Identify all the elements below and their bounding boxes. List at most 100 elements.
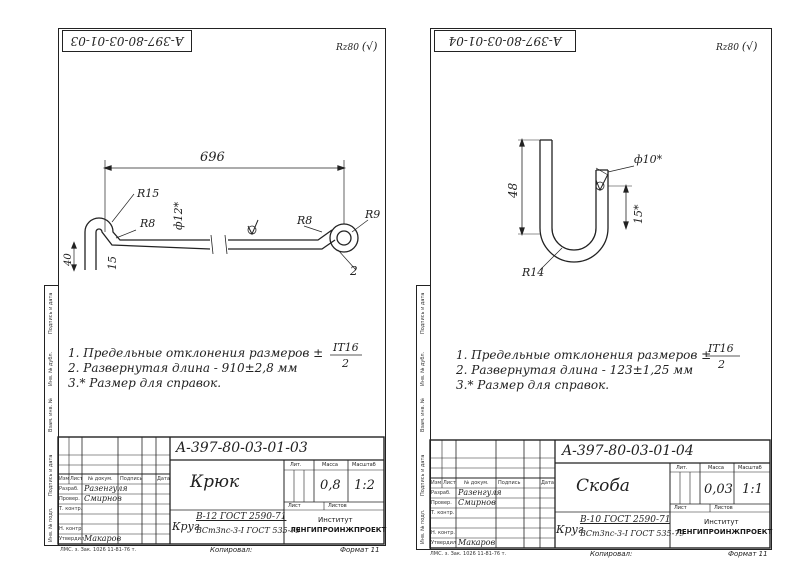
left-row-name-6: Макаров [84,534,122,543]
right-row-role-6: Утвердил [431,540,457,546]
right-col-doc: № докум. [464,480,489,486]
right-roughness-value: Rz80 [716,43,739,53]
left-material-bottom: ВСт3пс-3-I ГОСТ 535-79 [196,526,301,535]
left-row-name-2: Смирнов [84,494,122,503]
right-roughness: Rz80 (√) [716,40,757,53]
left-designation: A-397-80-03-01-03 [176,440,308,456]
right-col-sign: Подпись [498,480,521,486]
left-roughness-value: Rz80 [336,43,359,53]
right-frame [430,28,772,550]
right-footer-code: ЛМС. з. Зак. 1026 11-81-76 т. [430,551,507,557]
right-side-label-3: Взам. инв. № [420,398,426,432]
left-note-2: 2. Развернутая длина - 910±2,8 мм [68,361,298,375]
left-dim-two: 2 [350,264,358,278]
left-side-label-1: Подпись и дата [48,292,54,334]
right-material-prefix: Круг [556,523,584,536]
right-sheets-header: Листов [714,505,733,511]
right-side-strip: Подпись и дата Инв. № дубл. Взам. инв. №… [416,285,431,550]
left-side-label-4: Подпись и дата [48,454,54,496]
right-mass-header: Масса [708,465,724,471]
left-col-list: Лист [70,476,83,482]
right-org-1: Институт [704,518,739,526]
left-format: Формат 11 [340,546,380,554]
right-copied: Копировал: [590,550,633,558]
left-row-role-1: Разраб. [59,486,79,492]
left-scale-value: 1:2 [354,478,375,493]
right-row-name-1: Разенгуля [458,488,502,497]
left-row-role-6: Утвердил [59,536,85,542]
left-mass-value: 0,8 [320,478,341,493]
right-material-bottom: ВСт3пс-3-I ГОСТ 535-79 [580,529,685,538]
right-col-izm: Изм [431,480,442,486]
left-roughness: Rz80 (√) [336,40,377,53]
left-note-1: 1. Предельные отклонения размеров ± [68,346,324,360]
left-tol-den: 2 [342,357,349,370]
left-col-izm: Изм [59,476,70,482]
right-row-name-6: Макаров [458,538,496,547]
right-lit-header: Лит. [676,465,688,471]
left-part-name: Крюк [190,472,240,492]
right-part-name: Скоба [576,476,630,496]
right-sheet: A-397-80-03-01-04 Rz80 (√) [400,0,800,582]
right-org-2: ЛЕНГИПРОИНЖПРОЕКТ [676,528,773,536]
left-row-role-3: Т. контр. [59,506,83,512]
right-side-label-4: Подпись и дата [420,454,426,496]
right-row-role-5: Н. контр. [431,530,455,536]
left-material-top: В-12 ГОСТ 2590-71 [196,512,287,522]
left-copied: Копировал: [210,546,253,554]
right-side-label-1: Подпись и дата [420,292,426,334]
right-row-name-2: Смирнов [458,498,496,507]
right-note-1: 1. Предельные отклонения размеров ± [456,348,712,362]
left-lit-header: Лит. [290,462,302,468]
left-notes: 1. Предельные отклонения размеров ± 2. Р… [68,346,323,391]
left-row-name-1: Разенгуля [84,484,128,493]
right-scale-header: Масштаб [738,465,762,471]
right-row-role-1: Разраб. [431,490,451,496]
left-title-block-lines [57,436,385,545]
right-roughness-mark: (√) [741,40,758,53]
left-hook-drawing [71,160,369,356]
left-row-role-2: Провер. [59,496,80,502]
right-col-date: Дата [541,480,554,486]
left-footer-code: ЛМС. з. Зак. 1026 11-81-76 т. [60,547,137,553]
left-org-2: ЛЕНГИПРОИНЖПРОЕКТ [290,526,387,534]
right-dim-dia: ф10* [634,153,663,166]
right-stamp-box: A-397-80-03-01-04 [434,30,576,52]
left-sheet-header: Лист [288,503,301,509]
left-stamp-box: A-397-80-03-01-03 [62,30,192,52]
left-col-sign: Подпись [120,476,143,482]
right-side-label-2: Инв. № дубл. [420,351,426,386]
left-side-label-3: Взам. инв. № [48,398,54,432]
right-row-role-2: Провер. [431,500,452,506]
right-note-3: 3.* Размер для справок. [456,378,610,392]
right-title-block-lines [429,439,771,549]
left-side-label-5: Инв. № подл. [48,507,54,543]
left-org-1: Институт [318,516,353,524]
right-staple-drawing [518,137,740,357]
right-designation: A-397-80-03-01-04 [562,443,694,459]
left-side-label-2: Инв. № дубл. [48,351,54,386]
left-dim-length: 696 [200,150,225,165]
left-sheets-header: Листов [328,503,347,509]
left-frame [58,28,386,546]
left-row-role-5: Н. контр. [59,526,83,532]
right-dim-r14: R14 [522,266,545,279]
right-scale-value: 1:1 [742,482,763,497]
right-col-list: Лист [443,480,456,486]
right-side-label-5: Инв. № подл. [420,509,426,545]
left-col-doc: № докум. [88,476,113,482]
right-note-2: 2. Развернутая длина - 123±1,25 мм [456,363,694,377]
left-note-3: 3.* Размер для справок. [68,376,222,390]
left-side-strip: Подпись и дата Инв. № дубл. Взам. инв. №… [44,285,59,546]
right-material-top: В-10 ГОСТ 2590-71 [580,515,671,525]
right-sheet-header: Лист [674,505,687,511]
right-tol-num: IT16 [708,342,734,355]
left-dim-r15: R15 [137,187,160,200]
right-tol-den: 2 [718,358,725,371]
right-format: Формат 11 [728,550,768,558]
left-col-date: Дата [157,476,170,482]
left-sheet: A-397-80-03-01-03 Rz80 (√) [44,28,387,554]
left-material-prefix: Круг [172,520,200,533]
left-dim-r9: R9 [365,208,381,221]
right-mass-value: 0,03 [704,482,733,497]
